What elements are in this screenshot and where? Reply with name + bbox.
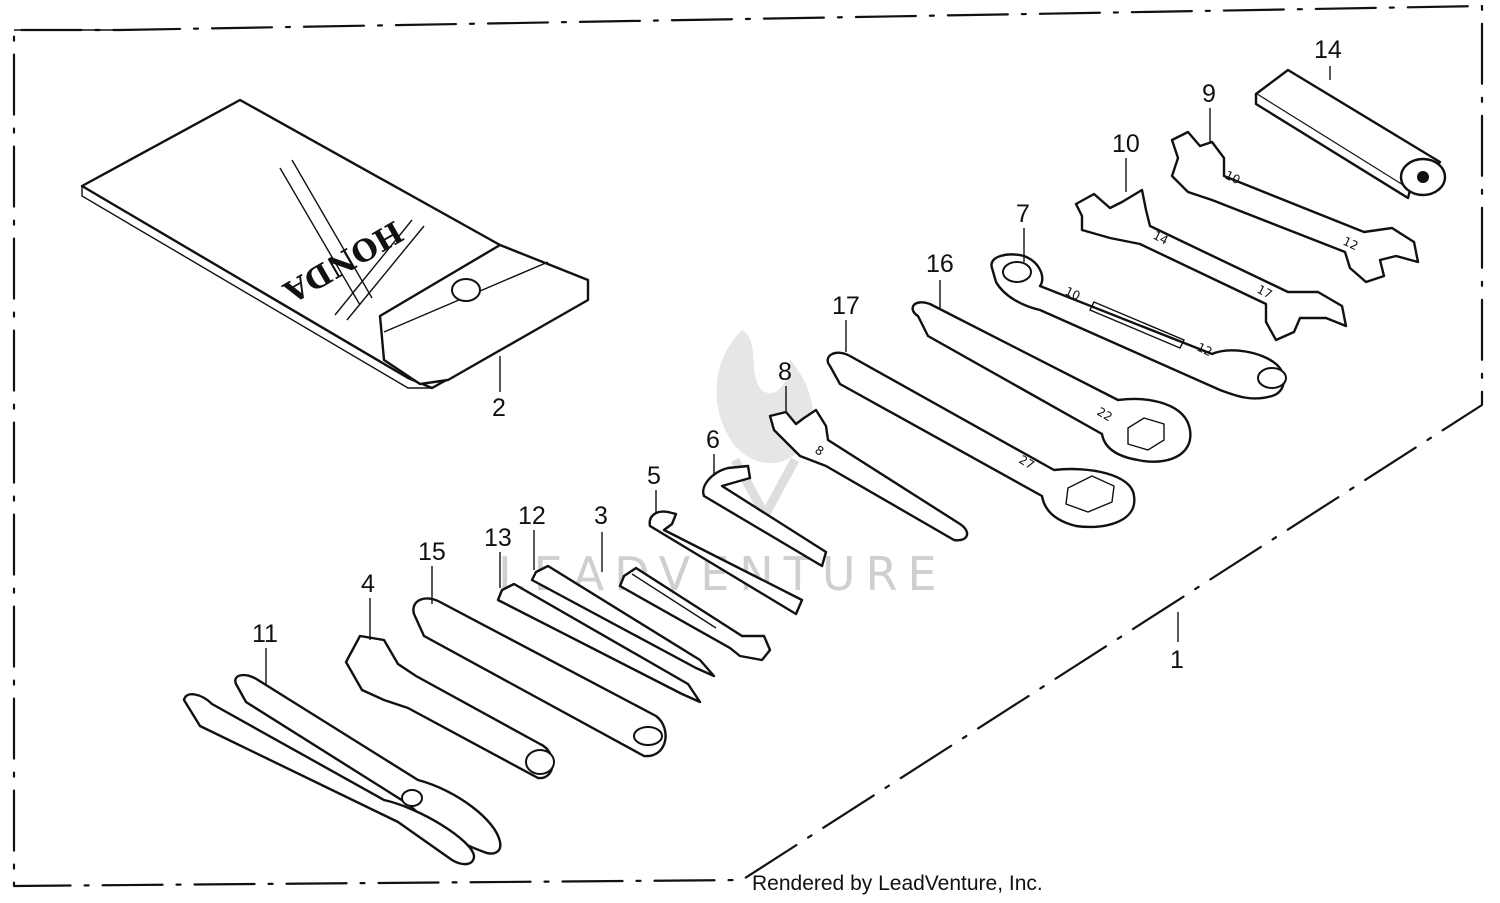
box-wrench-10x12: 10 12 bbox=[990, 253, 1287, 400]
callout-9: 9 bbox=[1202, 80, 1216, 108]
callout-labels: 1 2 3 4 5 6 7 8 9 10 11 12 13 14 15 16 1… bbox=[252, 36, 1342, 674]
hex-key-large bbox=[702, 464, 828, 568]
pouch-snap-button bbox=[451, 278, 481, 302]
callout-6: 6 bbox=[706, 426, 720, 454]
wrench-10x12: 10 12 bbox=[1170, 130, 1420, 284]
callout-4: 4 bbox=[361, 570, 375, 598]
wrench-7-size-a: 10 bbox=[1063, 284, 1083, 303]
callout-13: 13 bbox=[484, 524, 512, 552]
callout-3: 3 bbox=[594, 502, 608, 530]
wrench-17-size: 27 bbox=[1017, 452, 1037, 472]
spanner-wrench: 8 bbox=[768, 408, 969, 542]
callout-11: 11 bbox=[252, 620, 278, 648]
callout-15: 15 bbox=[418, 538, 446, 566]
spark-plug-wrench bbox=[344, 634, 555, 780]
wrench-16-size: 22 bbox=[1095, 404, 1115, 424]
tool-pouch: HONDA bbox=[80, 98, 590, 390]
callout-16: 16 bbox=[926, 250, 954, 278]
pliers bbox=[182, 673, 502, 866]
callout-5: 5 bbox=[647, 462, 661, 490]
screwdriver-shaft bbox=[618, 566, 772, 662]
socket-driver bbox=[1254, 68, 1447, 200]
callout-7: 7 bbox=[1016, 200, 1030, 228]
wrench-9-size-b: 12 bbox=[1341, 234, 1361, 253]
callout-2: 2 bbox=[492, 394, 506, 422]
tray-outline bbox=[12, 4, 1484, 888]
callout-17: 17 bbox=[832, 292, 860, 320]
render-credit: Rendered by LeadVenture, Inc. bbox=[752, 872, 1043, 895]
flat-wrench-22: 22 bbox=[911, 301, 1192, 463]
screwdriver-handle bbox=[412, 597, 667, 758]
wrench-10-size-b: 17 bbox=[1255, 282, 1275, 301]
screwdriver-cross bbox=[496, 582, 702, 704]
callout-12: 12 bbox=[518, 502, 546, 530]
callout-8: 8 bbox=[778, 358, 792, 386]
hex-key-small bbox=[648, 510, 804, 616]
wrench-7-size-b: 12 bbox=[1195, 340, 1215, 359]
wrench-14x17: 14 17 bbox=[1074, 188, 1348, 342]
flat-wrench-27: 27 bbox=[826, 351, 1136, 529]
wrench-9-size-a: 10 bbox=[1223, 168, 1243, 187]
leader-lines bbox=[265, 66, 1331, 686]
callout-1: 1 bbox=[1170, 646, 1184, 674]
callout-10: 10 bbox=[1112, 130, 1140, 158]
wrench-10-size-a: 14 bbox=[1151, 228, 1171, 247]
callout-14: 14 bbox=[1314, 36, 1342, 64]
screwdriver-flat bbox=[530, 564, 716, 678]
